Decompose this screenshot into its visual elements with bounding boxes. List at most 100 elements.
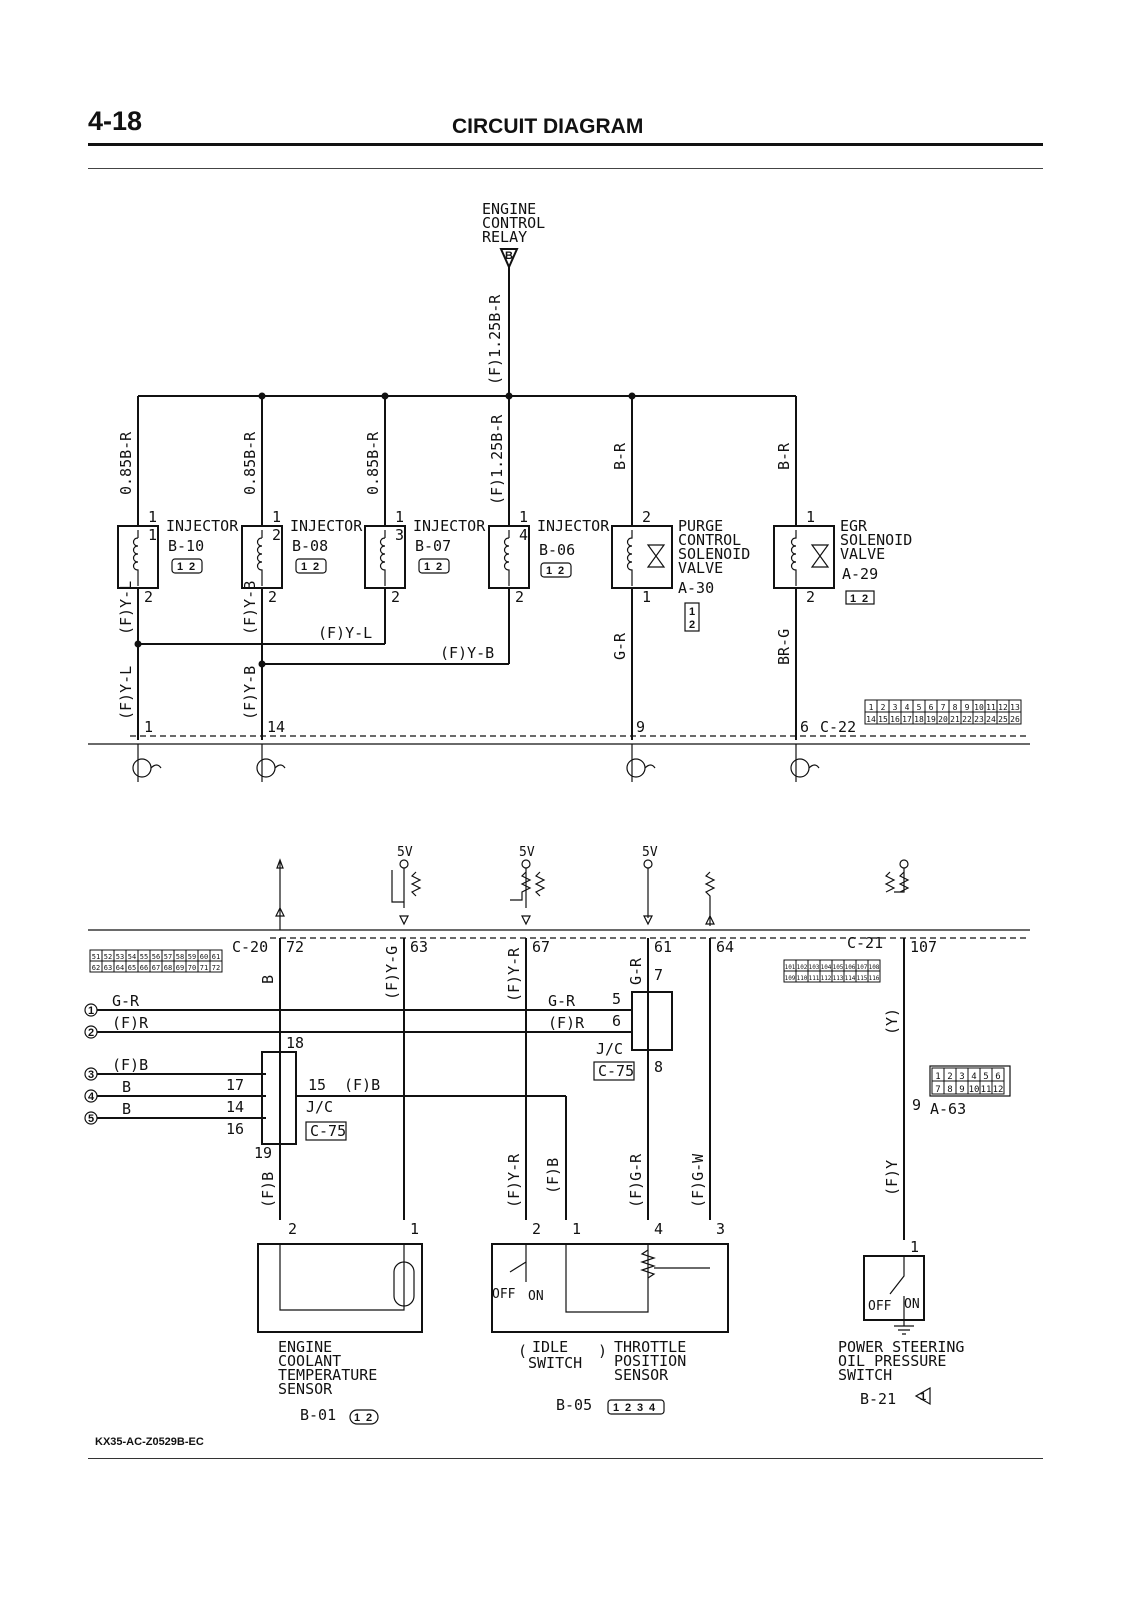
svg-text:9: 9 xyxy=(912,1096,921,1114)
connector-pin-number: 110 xyxy=(797,975,808,982)
wire-label-inj4: (F)1.25B-R xyxy=(488,414,506,505)
connector-pin-number: 8 xyxy=(953,703,958,712)
connector-pin-number: 68 xyxy=(164,964,172,972)
header-rule xyxy=(88,143,1043,146)
connector-pin-number: 61 xyxy=(212,953,220,961)
wire-label-yl-2: (F)Y-L xyxy=(318,624,372,642)
svg-text:(F)B: (F)B xyxy=(112,1056,148,1074)
svg-text:61: 61 xyxy=(654,938,672,956)
svg-text:B: B xyxy=(122,1078,131,1096)
svg-text:SWITCH: SWITCH xyxy=(528,1354,582,1372)
connector-pin-number: 9 xyxy=(959,1085,964,1095)
wire-label-yl-3: (F)Y-L xyxy=(117,666,135,720)
connector-pin-number: 112 xyxy=(821,975,832,982)
svg-text:3: 3 xyxy=(637,1402,643,1414)
page-title: CIRCUIT DIAGRAM xyxy=(452,115,644,138)
svg-text:OIL PRESSURE: OIL PRESSURE xyxy=(838,1352,946,1370)
svg-text:72: 72 xyxy=(286,938,304,956)
connector-pin-number: 3 xyxy=(893,703,898,712)
connector-pin-number: 17 xyxy=(902,715,912,724)
transistor-icon xyxy=(626,744,656,782)
transistor-icon xyxy=(132,744,162,782)
svg-text:16: 16 xyxy=(226,1120,244,1138)
joint-connector-right: 5 6 7 8 G-R (F)R J/C C-75 xyxy=(548,966,673,1081)
page-number: 4-18 xyxy=(88,106,143,136)
svg-text:2: 2 xyxy=(862,593,868,605)
connector-pin-number: 52 xyxy=(104,953,112,961)
svg-text:(F)G-R: (F)G-R xyxy=(627,1153,645,1208)
svg-text:1: 1 xyxy=(519,508,528,526)
connector-pin-number: 7 xyxy=(935,1085,940,1095)
connector-pin-number: 115 xyxy=(857,975,868,982)
connector-pin-number: 22 xyxy=(962,715,972,724)
vref-label: 5V xyxy=(397,845,413,860)
wire-label-yb-2: (F)Y-B xyxy=(440,644,494,662)
svg-text:B-06: B-06 xyxy=(539,541,575,559)
connector-icon xyxy=(684,602,700,632)
svg-text:B-08: B-08 xyxy=(292,537,328,555)
wire-label-yl-1: (F)Y-L xyxy=(117,581,135,635)
wire-label-inj1: 0.85B-R xyxy=(117,431,135,495)
connector-icon xyxy=(540,562,572,578)
svg-text:POWER STEERING: POWER STEERING xyxy=(838,1338,964,1356)
connector-pin-number: 102 xyxy=(797,964,808,971)
left-circuit-lines: 1 2 3 4 5 G-R (F)R (F)B B B xyxy=(84,992,632,1125)
wire-label-gr: G-R xyxy=(611,632,629,660)
connector-icon xyxy=(349,1409,379,1425)
connector-pin-number: 108 xyxy=(869,964,880,971)
connector-pin-number: 24 xyxy=(986,715,996,724)
connector-pin-number: 15 xyxy=(878,715,888,724)
svg-text:(F)R: (F)R xyxy=(548,1014,585,1032)
connector-pin-number: 113 xyxy=(833,975,844,982)
ecu-pin: 6 xyxy=(800,718,809,736)
wire-label-inj3: 0.85B-R xyxy=(364,431,382,495)
connector-icon xyxy=(295,558,327,574)
svg-text:64: 64 xyxy=(716,938,734,956)
ecu-pin: 14 xyxy=(267,718,285,736)
connector-pin-number: 6 xyxy=(929,703,934,712)
connector-pin-number: 55 xyxy=(140,953,148,961)
svg-text:J/C: J/C xyxy=(596,1040,623,1058)
svg-text:B: B xyxy=(122,1100,131,1118)
svg-text:63: 63 xyxy=(410,938,428,956)
svg-text:2: 2 xyxy=(366,1412,372,1424)
power-steering-oil-pressure-switch: OFF ON POWER STEERING OIL PRESSURE SWITC… xyxy=(838,1255,964,1408)
svg-text:ON: ON xyxy=(904,1297,920,1312)
svg-text:1: 1 xyxy=(910,1238,919,1256)
svg-text:SENSOR: SENSOR xyxy=(614,1366,669,1384)
svg-text:ON: ON xyxy=(528,1289,544,1304)
svg-text:1: 1 xyxy=(689,606,695,618)
svg-text:7: 7 xyxy=(654,966,663,984)
injector-1: 1 1 2 INJECTOR B-10 1 2 xyxy=(117,508,239,606)
svg-text:A-63: A-63 xyxy=(930,1100,966,1118)
svg-text:PURGE: PURGE xyxy=(678,517,723,535)
wire-label-yb-3: (F)Y-B xyxy=(241,666,259,720)
ecu-connector-id: C-22 xyxy=(820,718,856,736)
svg-text:2: 2 xyxy=(391,588,400,606)
svg-text:67: 67 xyxy=(532,938,550,956)
svg-text:1: 1 xyxy=(806,508,815,526)
connector-pin-number: 106 xyxy=(845,964,856,971)
svg-text:B-10: B-10 xyxy=(168,537,204,555)
svg-text:COOLANT: COOLANT xyxy=(278,1352,341,1370)
connector-pin-number: 10 xyxy=(969,1085,980,1095)
connector-pin-number: 16 xyxy=(890,715,900,724)
svg-text:2: 2 xyxy=(642,508,651,526)
svg-text:2: 2 xyxy=(288,1220,297,1238)
connector-pin-cell xyxy=(991,1080,1005,1095)
connector-pin-number: 11 xyxy=(986,703,996,712)
ecu-connector-id: C-21 xyxy=(847,934,883,952)
connector-pin-cell xyxy=(867,970,881,983)
connector-pin-number: 60 xyxy=(200,953,208,961)
svg-text:(F)Y-G: (F)Y-G xyxy=(383,946,401,1000)
connector-pin-number: 116 xyxy=(869,975,880,982)
connector-pin-number: 70 xyxy=(188,964,196,972)
svg-text:G-R: G-R xyxy=(548,992,576,1010)
svg-text:1: 1 xyxy=(301,561,307,573)
svg-text:SENSOR: SENSOR xyxy=(278,1380,333,1398)
svg-text:3: 3 xyxy=(88,1069,94,1081)
svg-text:EGR: EGR xyxy=(840,517,868,535)
svg-text:G-R: G-R xyxy=(112,992,140,1010)
